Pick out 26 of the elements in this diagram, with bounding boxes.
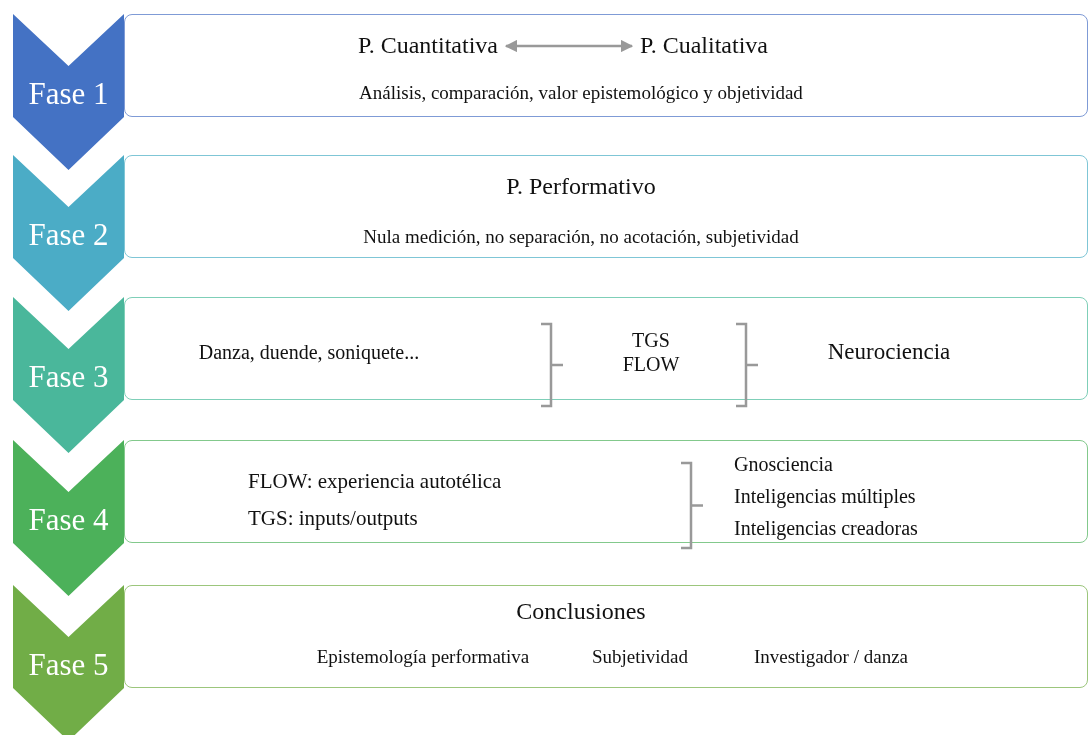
panel-text: Epistemología performativa: [316, 645, 530, 669]
phase-panel: [124, 155, 1088, 258]
double-arrow: [504, 39, 634, 53]
panel-text: Danza, duende, soniquete...: [198, 340, 420, 364]
panel-text: Subjetividad: [591, 645, 689, 669]
panel-text: Inteligencias múltiples: [734, 484, 916, 508]
panel-text: Nula medición, no separación, no acotación, subjetividad: [363, 225, 799, 249]
phase-label: Fase 2: [27, 217, 110, 253]
panel-text: FLOW: experiencia autotélica: [248, 469, 502, 495]
phase-label: Fase 1: [27, 76, 110, 112]
panel-text: Conclusiones: [516, 596, 646, 626]
panel-text: Gnosciencia: [734, 452, 833, 476]
phase-panel: [124, 14, 1088, 117]
phase-label: Fase 5: [27, 647, 110, 683]
panel-text: P. Performativo: [506, 171, 656, 201]
panel-text: TGS FLOW: [621, 328, 681, 376]
panel-text: Análisis, comparación, valor epistemológico y objetividad: [359, 81, 803, 105]
panel-text: TGS: inputs/outputs: [248, 506, 418, 532]
phase-panel: [124, 585, 1088, 688]
panel-text: Investigador / danza: [753, 645, 909, 669]
panel-heading: P. Cualitativa: [640, 31, 768, 59]
panel-heading: P. Cuantitativa: [358, 31, 498, 59]
phase-label: Fase 3: [27, 359, 110, 395]
panel-text: Neurociencia: [827, 338, 951, 366]
phase-label: Fase 4: [27, 502, 110, 538]
panel-text: Inteligencias creadoras: [734, 516, 918, 540]
